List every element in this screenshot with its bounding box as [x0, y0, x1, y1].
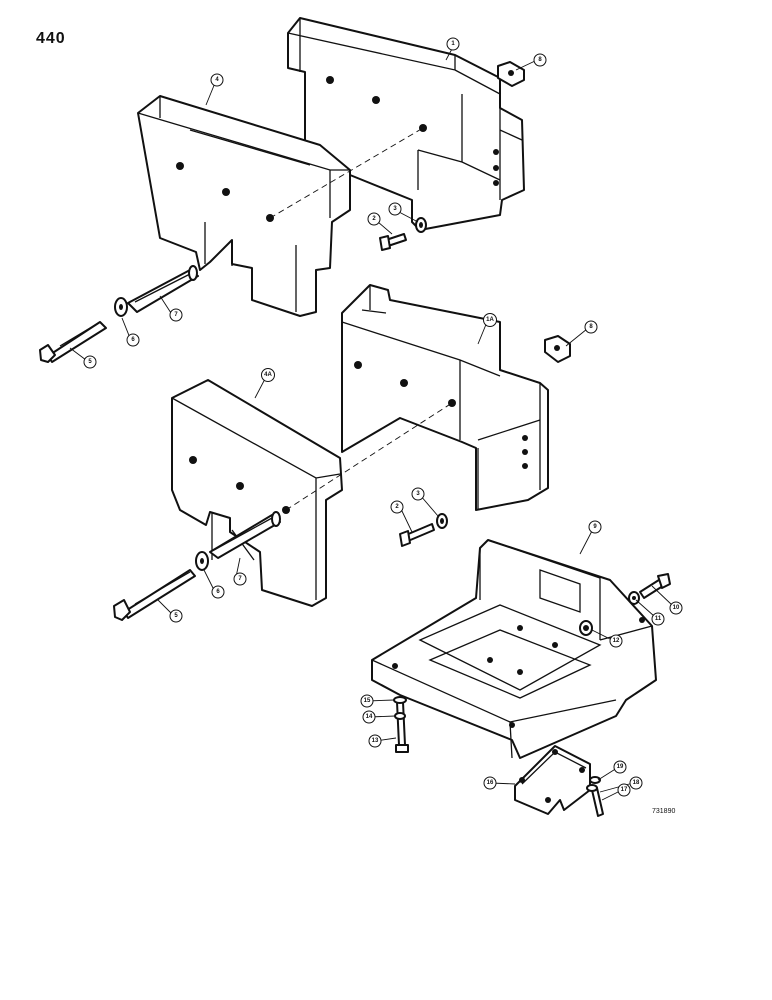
callout-5-upper: 5: [83, 355, 97, 369]
callout-9: 9: [588, 520, 602, 534]
callout-15: 15: [360, 694, 374, 708]
callout-17: 17: [617, 783, 631, 797]
callout-7-lower: 7: [233, 572, 247, 586]
svg-text:11: 11: [655, 616, 662, 622]
callout-10: 10: [669, 601, 683, 615]
svg-text:7: 7: [174, 312, 178, 318]
callout-2-lower: 2: [390, 500, 404, 514]
svg-text:4: 4: [215, 77, 219, 83]
svg-text:14: 14: [366, 714, 373, 720]
callout-1: 1: [446, 37, 460, 51]
svg-text:3: 3: [416, 491, 420, 497]
weight-4a: [171, 379, 343, 607]
callout-16: 16: [483, 776, 497, 790]
svg-text:8: 8: [589, 324, 593, 330]
plate-hardware: [586, 776, 604, 817]
lower-hardware: [113, 511, 281, 621]
callout-2-upper: 2: [367, 212, 381, 226]
callout-5-lower: 5: [169, 609, 183, 623]
callout-11: 11: [651, 612, 665, 626]
svg-text:3: 3: [393, 206, 397, 212]
callout-19: 19: [613, 760, 627, 774]
callout-4: 4: [210, 73, 224, 87]
callout-1a: 1A: [483, 313, 497, 327]
callout-6-upper: 6: [126, 333, 140, 347]
drawing-number: 731890: [652, 808, 676, 815]
callout-3-lower: 3: [411, 487, 425, 501]
bracket-bottom-hardware: [393, 696, 409, 753]
weight-1: [287, 17, 525, 231]
svg-text:2: 2: [395, 504, 399, 510]
callout-7-upper: 7: [169, 308, 183, 322]
svg-text:17: 17: [621, 787, 628, 793]
bracket-9: [371, 539, 657, 759]
plate-16: [514, 745, 591, 815]
svg-text:6: 6: [216, 589, 220, 595]
alignment-line-lower: [285, 402, 453, 511]
svg-text:2: 2: [372, 216, 376, 222]
svg-text:5: 5: [174, 613, 178, 619]
bracket-side-hardware: [579, 573, 671, 636]
svg-text:5: 5: [88, 359, 92, 365]
svg-text:15: 15: [364, 698, 371, 704]
callout-4a: 4A: [261, 368, 275, 382]
weight-4: [137, 95, 351, 317]
svg-text:1A: 1A: [486, 317, 494, 323]
callout-3-upper: 3: [388, 202, 402, 216]
callout-8-upper: 8: [533, 53, 547, 67]
page-number: 440: [36, 30, 66, 47]
callout-12: 12: [609, 634, 623, 648]
callout-14: 14: [362, 710, 376, 724]
svg-text:7: 7: [238, 576, 242, 582]
svg-text:1: 1: [451, 41, 455, 47]
svg-text:8: 8: [538, 57, 542, 63]
svg-text:13: 13: [372, 738, 379, 744]
svg-text:12: 12: [613, 638, 620, 644]
callout-8-lower: 8: [584, 320, 598, 334]
upper-side-hardware: [379, 61, 525, 251]
svg-text:6: 6: [131, 337, 135, 343]
callout-13: 13: [368, 734, 382, 748]
svg-text:19: 19: [617, 764, 624, 770]
weight-1a: [341, 284, 549, 511]
svg-text:4A: 4A: [264, 372, 272, 378]
svg-text:18: 18: [633, 780, 640, 786]
callout-6-lower: 6: [211, 585, 225, 599]
upper-hardware: [39, 265, 199, 363]
callout-18: 18: [629, 776, 643, 790]
svg-text:16: 16: [487, 780, 494, 786]
lower-side-hardware: [399, 335, 571, 547]
svg-text:10: 10: [673, 605, 680, 611]
svg-text:9: 9: [593, 524, 597, 530]
